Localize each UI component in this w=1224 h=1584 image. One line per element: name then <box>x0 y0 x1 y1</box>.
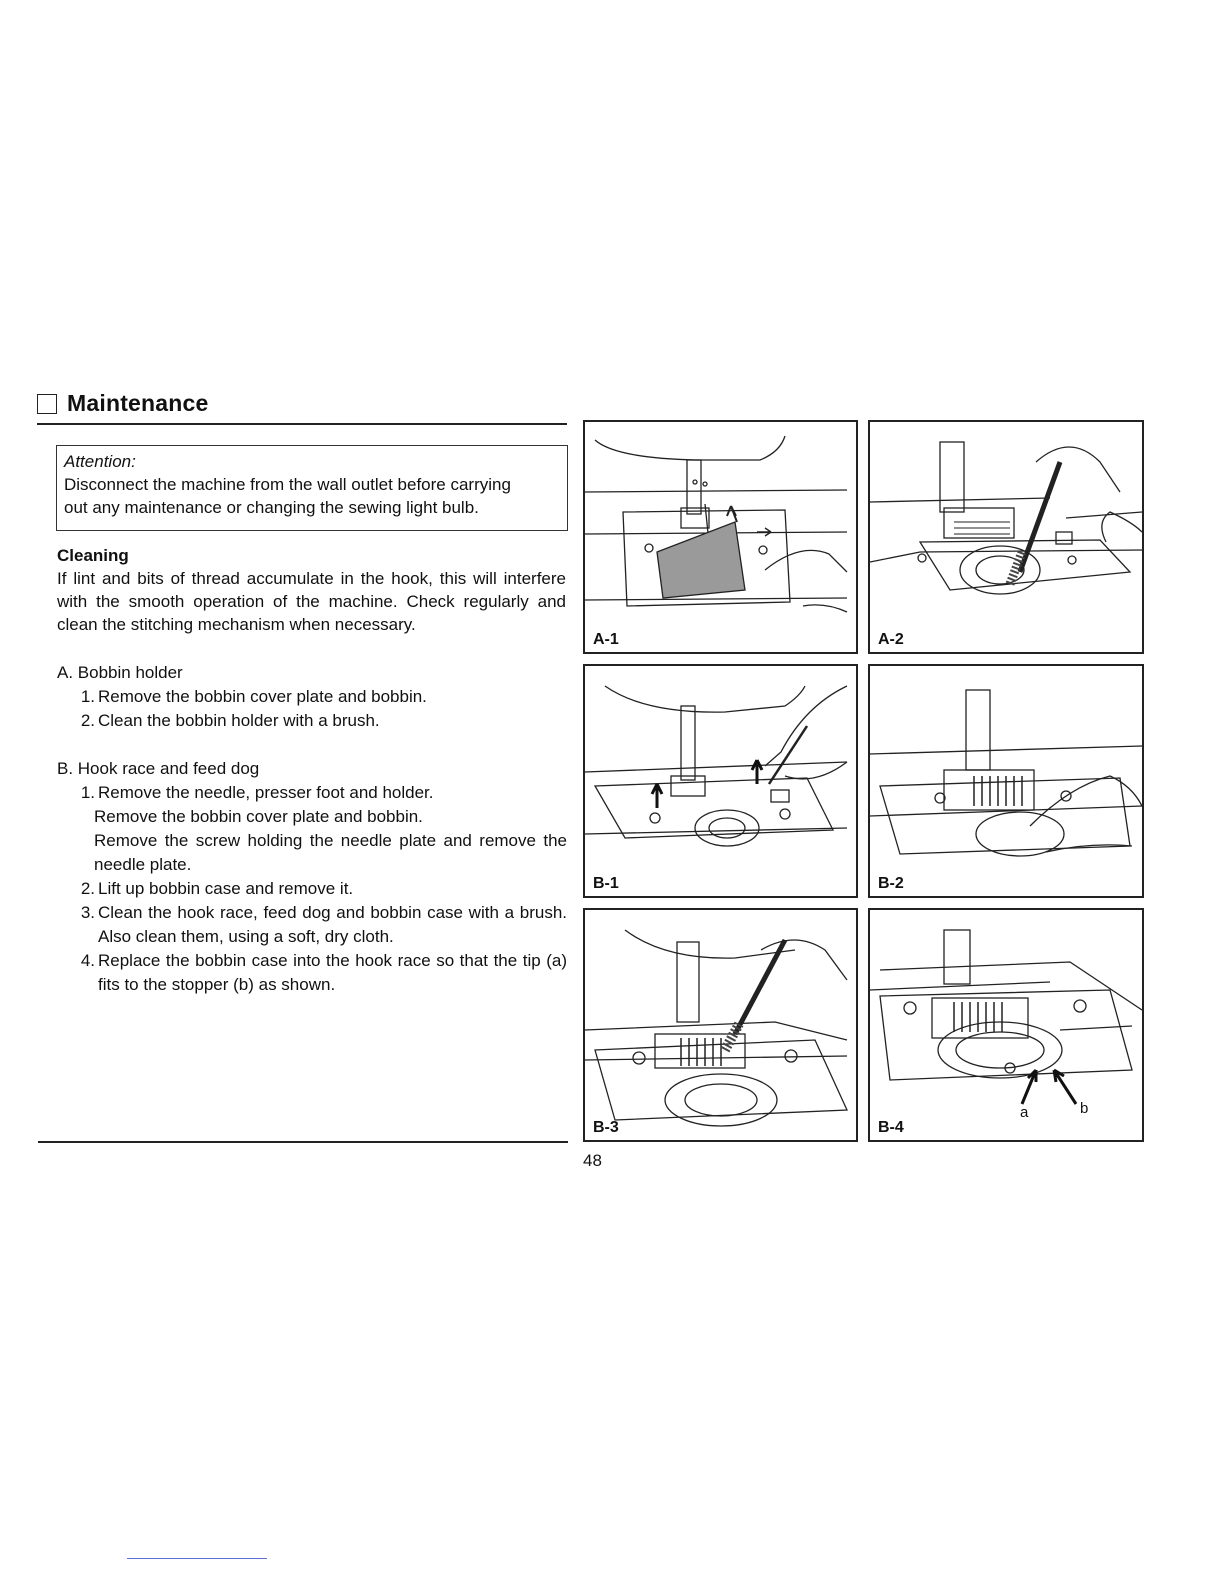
list-item: 3. Clean the hook race, feed dog and bob… <box>57 901 567 949</box>
figure-label: A-1 <box>593 631 619 648</box>
list-item: 2. Lift up bobbin case and remove it. <box>57 877 567 901</box>
footer-rule <box>38 1141 568 1143</box>
bobbin-case-replace-illustration <box>870 929 1142 1105</box>
step-number: 3. <box>80 903 95 922</box>
figure-b1: B-1 <box>583 664 858 898</box>
step-number: 2. <box>80 879 95 898</box>
list-item: 1. Remove the bobbin cover plate and bob… <box>57 685 567 709</box>
checkbox-square-icon <box>37 393 57 414</box>
step-text: Clean the bobbin holder with a brush. <box>98 711 380 730</box>
list-item: 4. Replace the bobbin case into the hook… <box>57 949 567 997</box>
cleaning-text: If lint and bits of thread accumulate in… <box>57 569 566 634</box>
step-text: Remove the needle, presser foot and hold… <box>98 783 434 802</box>
figure-a2: A-2 <box>868 420 1144 654</box>
list-item: 2. Clean the bobbin holder with a brush. <box>57 709 567 733</box>
step-text: Remove the bobbin cover plate and bobbin… <box>98 687 427 706</box>
section-b-title: B. Hook race and feed dog <box>57 759 260 778</box>
step-text: Lift up bobbin case and remove it. <box>98 879 354 898</box>
step-subtext: Remove the screw holding the needle plat… <box>94 831 567 874</box>
step-number: 1. <box>80 783 95 802</box>
step-text: Clean the hook race, feed dog and bobbin… <box>98 903 567 946</box>
needle-plate-cover-illustration <box>585 435 848 613</box>
cleaning-title: Cleaning <box>57 546 129 565</box>
step-number: 2. <box>80 711 95 730</box>
attention-line-1: Disconnect the machine from the wall out… <box>64 475 511 494</box>
list-item: 1. Remove the needle, presser foot and h… <box>57 781 567 805</box>
label-a: a <box>1020 1104 1029 1121</box>
step-subtext: Remove the bobbin cover plate and bobbin… <box>94 807 423 826</box>
heading-rule <box>37 423 567 425</box>
figure-b2: B-2 <box>868 664 1144 898</box>
cleaning-section: Cleaning If lint and bits of thread accu… <box>57 544 566 636</box>
section-heading: Maintenance <box>37 390 209 417</box>
page-number: 48 <box>583 1151 602 1170</box>
attention-line-2: out any maintenance or changing the sewi… <box>64 498 479 517</box>
figure-label: B-4 <box>878 1119 904 1136</box>
bobbin-case-removal-illustration <box>870 689 1142 857</box>
step-text: Replace the bobbin case into the hook ra… <box>98 951 567 994</box>
page-title: Maintenance <box>67 390 209 416</box>
bobbin-holder-brush-illustration <box>870 441 1142 595</box>
instruction-steps: A. Bobbin holder 1. Remove the bobbin co… <box>57 661 567 997</box>
figure-b4: a b B-4 <box>868 908 1144 1142</box>
figure-label: B-1 <box>593 875 619 892</box>
footer-link-line <box>127 1558 267 1559</box>
label-b: b <box>1080 1100 1089 1117</box>
needle-plate-removal-illustration <box>585 685 848 847</box>
figure-label: B-2 <box>878 875 904 892</box>
hook-race-brush-illustration <box>585 929 848 1127</box>
figure-label: B-3 <box>593 1119 619 1136</box>
attention-title: Attention: <box>64 452 136 471</box>
attention-box: Attention: Disconnect the machine from t… <box>56 445 568 531</box>
figure-label: A-2 <box>878 631 904 648</box>
section-a-title: A. Bobbin holder <box>57 663 183 682</box>
figure-b3: B-3 <box>583 908 858 1142</box>
step-number: 1. <box>80 687 95 706</box>
figure-a1: A-1 <box>583 420 858 654</box>
step-number: 4. <box>80 951 95 970</box>
